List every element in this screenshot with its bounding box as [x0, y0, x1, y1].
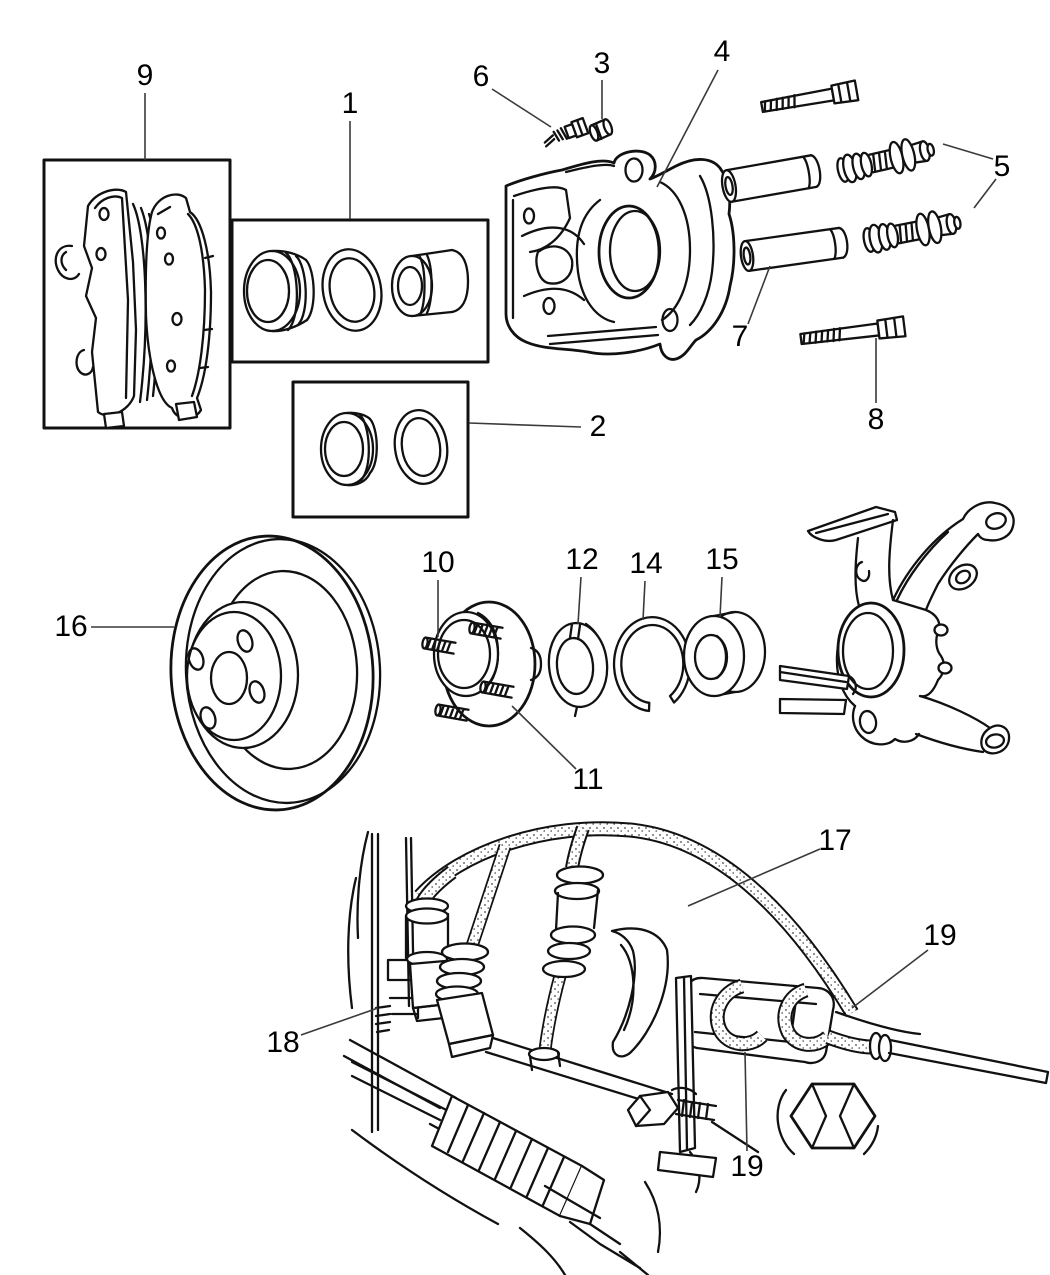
guide-sleeve-lower [739, 226, 849, 273]
steering-knuckle [778, 501, 1015, 755]
guide-pin-bolt-upper [759, 79, 860, 114]
washer [547, 621, 609, 718]
callout-4-caliper: 4 [713, 35, 731, 68]
hose-fittings [404, 865, 1050, 1085]
bracket-bolt-and-nut [626, 1086, 718, 1128]
brake-pad-kit-box [42, 158, 232, 430]
callout-16-rotor: 16 [54, 610, 88, 643]
brake-caliper [504, 149, 736, 361]
seal-kit-box [291, 380, 470, 519]
snap-ring [612, 616, 692, 713]
callout-17-brake-hose: 17 [818, 824, 852, 857]
callout-leader-lines [91, 69, 997, 1152]
brake-rotor [169, 534, 382, 812]
callout-15-bearing: 15 [705, 543, 739, 576]
callout-18-strut-bracket: 18 [266, 1026, 300, 1059]
callout-1-piston-seal-kit: 1 [341, 87, 359, 120]
callout-3-bleeder-cap: 3 [593, 47, 611, 80]
callout-11-hub: 11 [572, 763, 604, 796]
piston-seal-kit-box [230, 218, 490, 364]
hub-and-studs [421, 600, 543, 728]
callout-8-guide-pin-bolt: 8 [867, 403, 885, 436]
callout-12-washer: 12 [565, 543, 599, 576]
callout-14-snap-ring: 14 [629, 547, 663, 580]
pin-bushing-lower [862, 210, 962, 254]
pin-bushing-upper [836, 138, 936, 184]
guide-pin-bolt-lower [799, 315, 907, 346]
callout-7-guide-sleeves: 7 [731, 320, 749, 353]
guide-sleeve-upper [720, 154, 822, 203]
brake-hose-17 [412, 821, 873, 1055]
callout-10-wheel-stud: 10 [421, 546, 455, 579]
callout-2-seal-kit: 2 [589, 410, 607, 443]
bleeder-screw-cap [588, 118, 614, 142]
callout-6-bleeder-screw: 6 [472, 60, 490, 93]
callout-19-hose-fitting-upper: 19 [923, 919, 957, 952]
callout-19-hose-fitting-lower: 19 [730, 1150, 764, 1183]
callout-5-bushings: 5 [993, 150, 1011, 183]
callout-9-brake-pads: 9 [136, 59, 154, 92]
bleeder-screw [543, 116, 590, 148]
camber-bolt-head [776, 1082, 880, 1156]
wheel-bearing [682, 610, 767, 698]
strut-spring-seat [610, 927, 669, 1058]
